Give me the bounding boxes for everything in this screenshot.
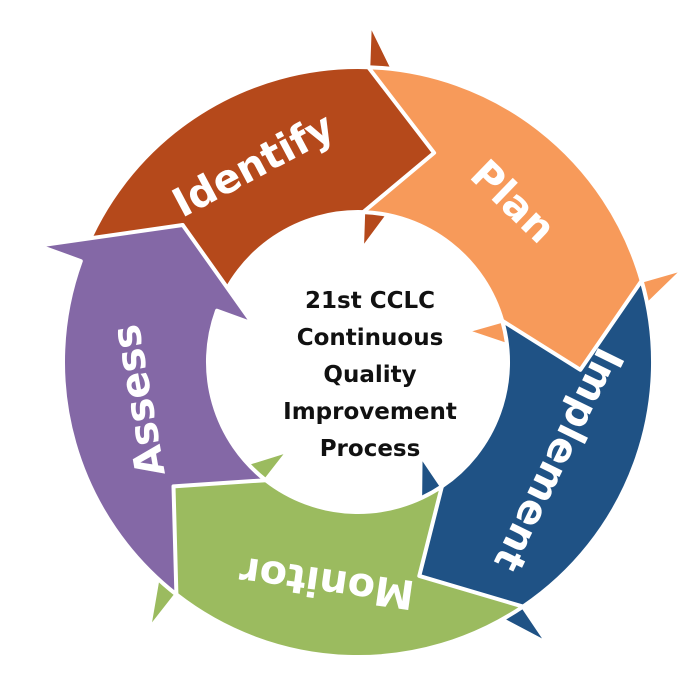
center-title: 21st CCLC Continuous Quality Improvement… [235,283,505,468]
cycle-step-monitor: Monitor [146,448,525,660]
cycle-step-assess: Assess [36,223,268,597]
center-line-3: Quality [323,362,417,388]
center-line-2: Continuous [296,325,444,351]
arrow-shape-assess [36,223,268,597]
center-line-4: Improvement [283,399,457,425]
center-line-5: Process [319,436,421,462]
center-line-1: 21st CCLC [305,288,435,314]
